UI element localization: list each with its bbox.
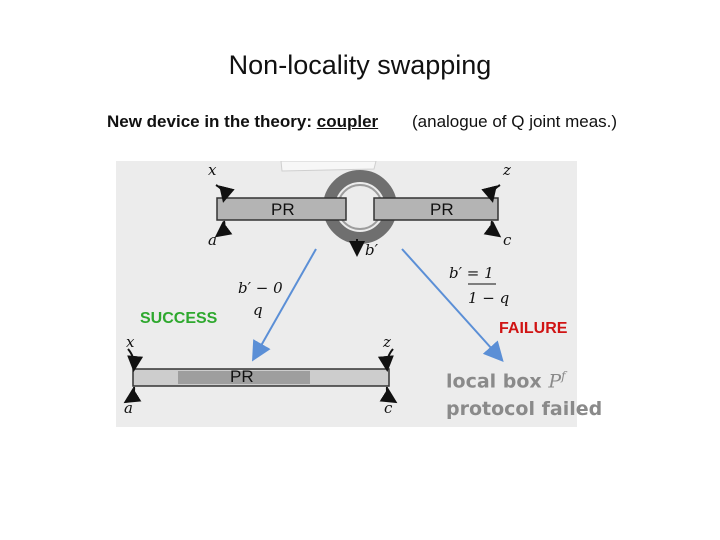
- arrow-x-bottom: [127, 348, 144, 372]
- arrow-c-bottom: [379, 386, 398, 404]
- local-box-line1: local box Pf: [446, 362, 602, 395]
- arrow-z-top: [481, 184, 501, 203]
- local-box-line2: protocol failed: [446, 398, 603, 421]
- z-bottom-label: z: [383, 333, 391, 351]
- x-bottom-label: x: [126, 333, 135, 351]
- swapping-diagram: PR PR PR x z a c b′ b′ − 0 q b′ = 1 1 − …: [116, 161, 577, 427]
- arrow-z-bottom: [377, 348, 394, 372]
- a-top-label: a: [208, 231, 217, 249]
- c-bottom-label: c: [384, 399, 393, 417]
- x-top-label: x: [208, 161, 217, 179]
- top-right-pr-label: PR: [430, 200, 454, 219]
- arrow-a-bottom: [123, 386, 142, 404]
- top-right-pr-box: [373, 197, 499, 221]
- success-label: SUCCESS: [140, 310, 218, 327]
- failure-condition: b′ = 1: [449, 264, 494, 282]
- local-box-text: local box: [446, 370, 549, 393]
- arrow-a-top: [214, 220, 233, 238]
- local-box-note: local box Pf protocol failed: [446, 362, 602, 423]
- diagram-graphics: [123, 161, 504, 404]
- subtitle-analogue: (analogue of Q joint meas.): [412, 112, 618, 131]
- a-bottom-label: a: [124, 399, 133, 417]
- paper-edge: [280, 161, 377, 172]
- b-prime-label: b′: [365, 241, 379, 259]
- arrow-failure: [401, 248, 504, 362]
- arrow-x-top: [215, 184, 235, 203]
- subtitle-new-device: New device in the theory: coupler: [107, 112, 378, 132]
- page-title: Non-locality swapping: [228, 50, 492, 80]
- local-box-symbol: P: [548, 370, 562, 393]
- success-probability: q: [253, 301, 263, 319]
- top-left-pr-label: PR: [271, 200, 295, 219]
- bottom-pr-label: PR: [230, 367, 254, 386]
- arrow-success: [252, 248, 317, 362]
- failure-probability: 1 − q: [468, 289, 510, 307]
- bottom-pr-box-inner: [178, 371, 310, 384]
- failure-label: FAILURE: [499, 320, 568, 337]
- success-condition: b′ − 0: [238, 279, 283, 297]
- z-top-label: z: [503, 161, 511, 179]
- local-box-sup: f: [561, 369, 566, 383]
- arrow-c-top: [483, 220, 502, 238]
- top-left-pr-box: [216, 197, 347, 221]
- coupler-term: coupler: [316, 112, 379, 131]
- subtitle-prefix: New device in the theory:: [107, 112, 317, 131]
- c-top-label: c: [503, 231, 512, 249]
